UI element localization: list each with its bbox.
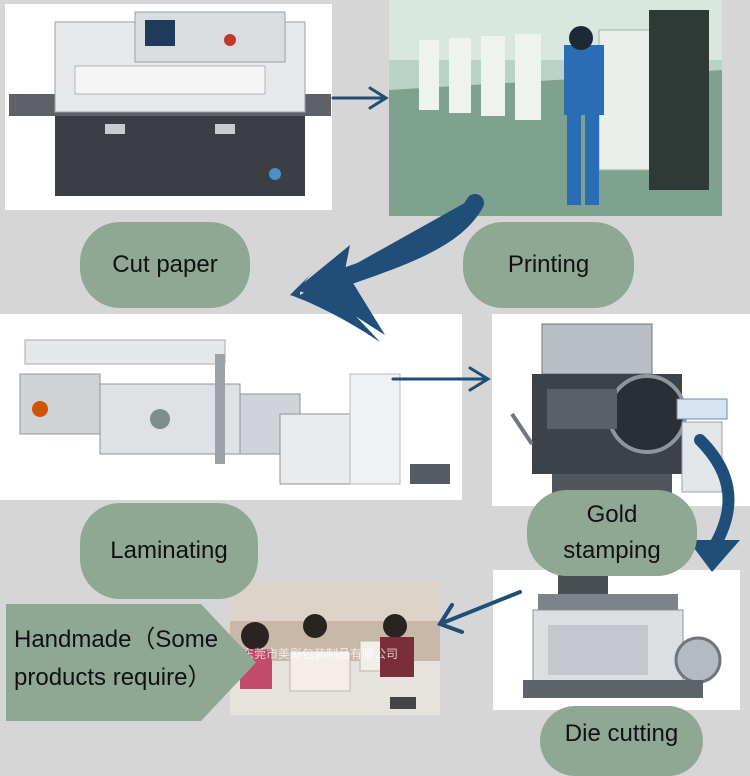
step-printing: Printing <box>463 222 634 308</box>
arrow-stamp-to-diecut <box>694 434 735 551</box>
step-handmade-shape <box>6 604 256 721</box>
die-cutting-machine-photo <box>493 570 740 710</box>
step-gold-stamping-line1: Gold <box>586 501 638 528</box>
step-die-cutting-label: Die cutting <box>564 720 679 747</box>
company-watermark: 东莞市美彩包装制品有限公司 <box>242 647 399 661</box>
gold-stamping-machine-photo <box>492 314 750 506</box>
arrow-diecut-to-handmade <box>443 590 522 624</box>
handmade-workshop-photo: 东莞市美彩包装制品有限公司 <box>230 581 440 715</box>
arrow-laminate-to-stamp <box>391 366 491 392</box>
step-cut-paper: Cut paper <box>80 222 250 308</box>
paper-cutter-photo <box>5 4 332 210</box>
step-cut-paper-label: Cut paper <box>112 251 218 278</box>
step-laminating-label: Laminating <box>110 537 228 564</box>
process-arrows <box>290 86 740 634</box>
arrow-cut-to-print <box>331 86 389 110</box>
step-gold-stamping: Gold stamping <box>527 490 697 576</box>
step-laminating: Laminating <box>80 503 258 599</box>
step-printing-label: Printing <box>507 251 590 278</box>
laminating-machine-photo <box>0 314 462 500</box>
step-handmade-line1: Handmade（Some <box>14 626 219 653</box>
step-die-cutting: Die cutting <box>540 706 703 776</box>
printing-press-photo <box>389 0 722 216</box>
step-handmade-line2: products require） <box>14 664 212 691</box>
step-gold-stamping-line2: stamping <box>563 537 661 564</box>
